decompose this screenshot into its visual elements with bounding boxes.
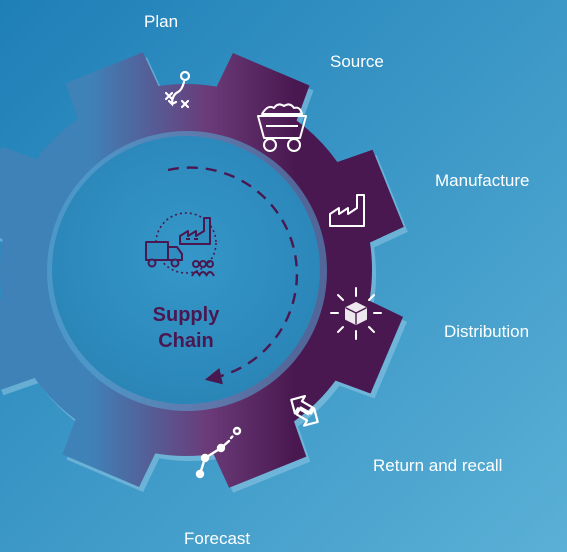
strategy-play-icon bbox=[164, 70, 191, 109]
stage-label-distribution: Distribution bbox=[444, 322, 530, 341]
trend-line-icon bbox=[195, 426, 242, 479]
center-title: Supply Chain bbox=[126, 302, 246, 354]
stage-label-manufacture: Manufacture bbox=[435, 171, 530, 190]
box-distribution-icon bbox=[330, 287, 382, 340]
center-title-line1: Supply bbox=[152, 304, 220, 326]
supply-chain-icon bbox=[145, 212, 217, 277]
mine-cart-icon bbox=[257, 103, 307, 152]
center-title-line2: Chain bbox=[158, 330, 214, 352]
factory-icon bbox=[329, 194, 365, 227]
stage-label-return-and-recall: Return and recall bbox=[373, 456, 503, 475]
stage-label-source: Source bbox=[330, 52, 384, 71]
return-arrows-icon bbox=[290, 395, 319, 427]
stage-label-forecast: Forecast bbox=[184, 529, 251, 548]
stage-label-plan: Plan bbox=[144, 12, 179, 31]
gear-hub-inner bbox=[52, 136, 320, 404]
